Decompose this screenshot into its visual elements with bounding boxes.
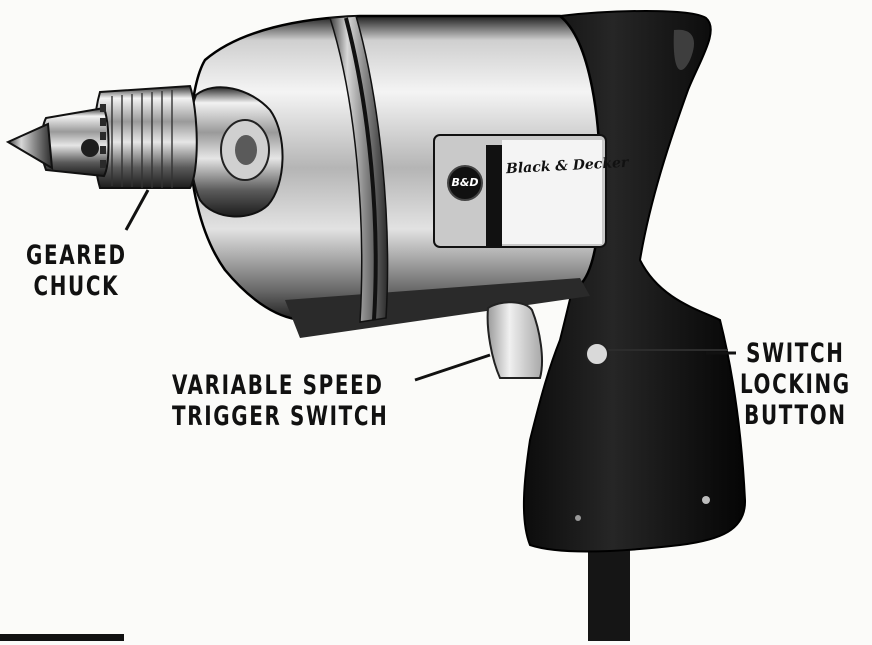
label-line: BUTTON (744, 400, 847, 431)
housing-base (285, 278, 590, 338)
handle-screw (575, 515, 581, 521)
leader-trigger (414, 353, 491, 382)
locking-button (585, 342, 609, 366)
label-line: LOCKING (740, 369, 851, 400)
nose-bolt-center (235, 135, 257, 165)
handle (522, 10, 747, 553)
chuck-gear-teeth (100, 104, 106, 168)
leader-chuck (124, 189, 150, 231)
power-cord (588, 540, 630, 641)
nameplate-panel (502, 140, 602, 244)
chuck-knurling (111, 90, 173, 188)
ring-stripe (344, 17, 378, 321)
label-line: SWITCH (746, 338, 845, 369)
label-locking-button: SWITCH LOCKING BUTTON (740, 338, 851, 431)
grip-highlight (673, 29, 695, 70)
footer-bar (0, 634, 124, 641)
handle-screw (702, 496, 710, 504)
brand-badge-text: B&D (451, 176, 479, 189)
chuck-key-hole (81, 139, 99, 157)
label-line: CHUCK (33, 271, 120, 302)
label-line: GEARED (25, 240, 127, 271)
housing-ring (328, 15, 389, 323)
label-line: TRIGGER SWITCH (172, 401, 389, 432)
chuck-tip (5, 122, 54, 170)
label-trigger-switch: VARIABLE SPEED TRIGGER SWITCH (172, 370, 388, 432)
label-line: VARIABLE SPEED (172, 370, 384, 401)
chuck-collar (93, 84, 198, 189)
brand-badge (447, 165, 483, 201)
nameplate-stripe (486, 145, 502, 247)
label-geared-chuck: GEARED CHUCK (14, 240, 139, 302)
trigger (486, 301, 543, 379)
